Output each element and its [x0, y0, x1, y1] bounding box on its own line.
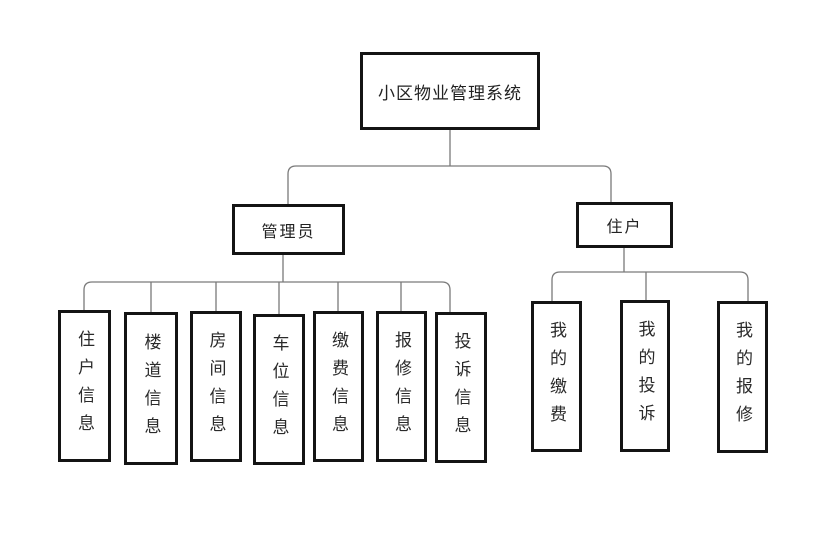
leaf-node-my-repairs: 我的报修 [717, 301, 768, 453]
leaf-node-payment-info-label: 缴费信息 [329, 330, 348, 443]
connector-level2-bus [287, 165, 612, 204]
leaf-node-repair-info: 报修信息 [376, 311, 427, 462]
branch-node-admin-label: 管理员 [261, 223, 316, 241]
leaf-node-my-complaints: 我的投诉 [620, 300, 670, 452]
leaf-node-room-info: 房间信息 [190, 311, 242, 462]
branch-node-resident: 住户 [576, 202, 673, 248]
leaf-node-payment-info: 缴费信息 [313, 311, 364, 462]
leaf-node-repair-info-label: 报修信息 [392, 330, 411, 443]
leaf-node-my-payments-label: 我的缴费 [547, 320, 566, 433]
leaf-node-corridor-info-label: 楼道信息 [141, 332, 161, 445]
leaf-node-complaint-info-label: 投诉信息 [451, 331, 471, 444]
leaf-node-parking-info: 车位信息 [253, 314, 305, 465]
root-node-label: 小区物业管理系统 [378, 83, 522, 103]
connector-resident-bus [551, 271, 749, 301]
branch-node-admin: 管理员 [232, 204, 345, 255]
leaf-node-my-repairs-label: 我的报修 [733, 321, 752, 433]
leaf-node-my-payments: 我的缴费 [531, 301, 582, 452]
leaf-node-resident-info-label: 住户信息 [75, 330, 94, 442]
leaf-node-room-info-label: 房间信息 [206, 330, 226, 443]
connector-admin-bus [83, 281, 451, 312]
connector-admin-drops [150, 282, 402, 314]
leaf-node-my-complaints-label: 我的投诉 [635, 320, 655, 432]
leaf-node-corridor-info: 楼道信息 [124, 312, 178, 465]
leaf-node-parking-info-label: 车位信息 [269, 333, 289, 446]
root-node-system: 小区物业管理系统 [360, 52, 540, 130]
branch-node-resident-label: 住户 [606, 219, 643, 236]
leaf-node-complaint-info: 投诉信息 [435, 312, 487, 463]
leaf-node-resident-info: 住户信息 [58, 310, 111, 462]
